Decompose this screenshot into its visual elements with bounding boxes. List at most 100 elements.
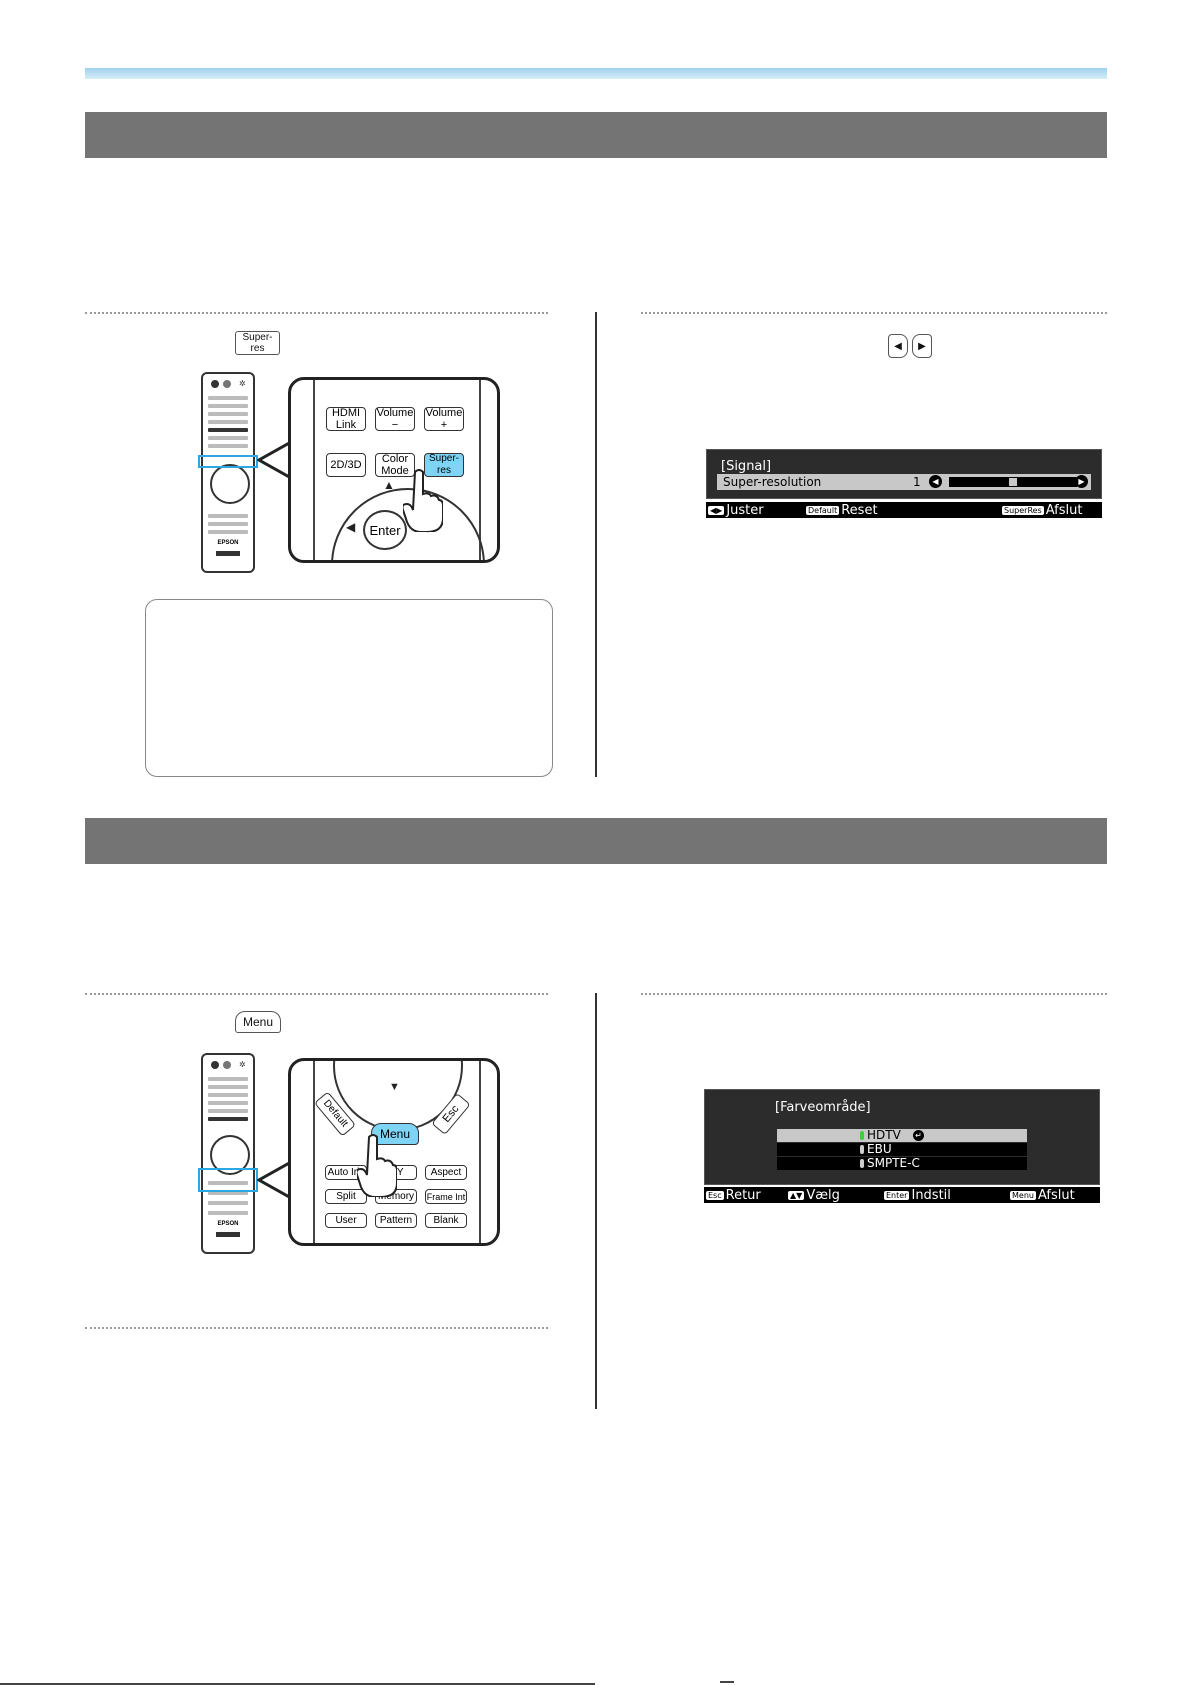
footer-reset: Reset <box>841 502 878 518</box>
key-row <box>208 1093 248 1097</box>
arrow-down-icon: ▼ <box>389 1081 400 1093</box>
highlight-frame <box>198 1168 258 1192</box>
up-down-icon: ▲▼ <box>788 1190 805 1200</box>
light-icon: ✲ <box>239 1060 246 1069</box>
key-row <box>208 522 248 526</box>
key-row <box>208 514 248 518</box>
key-row <box>208 530 248 534</box>
slider-track <box>949 477 1077 487</box>
pointing-hand-icon <box>357 1134 397 1197</box>
color-space-option[interactable]: HDTV ↵ <box>777 1129 1027 1142</box>
signal-osd-panel: [Signal] Super-resolution 1 ◀ ▶ <box>706 449 1102 499</box>
key-row <box>208 1181 248 1185</box>
callout-pointer <box>257 440 291 480</box>
power-icon <box>211 380 219 388</box>
2d3d-key: 2D/3D <box>326 453 366 477</box>
section-bar-2 <box>85 818 1107 864</box>
left-arrow-key-icon: ◀ <box>888 334 908 358</box>
volume-plus-key: Volume + <box>424 407 464 431</box>
arrow-up-icon: ▲ <box>383 478 395 492</box>
volume-minus-key: Volume − <box>375 407 415 431</box>
light-icon: ✲ <box>239 379 246 388</box>
brand-logo: EPSON <box>217 1221 239 1227</box>
step-divider <box>85 312 548 314</box>
user-key: User <box>325 1213 367 1228</box>
step-divider <box>85 993 548 995</box>
key-row <box>208 420 248 424</box>
power-icon <box>211 1061 219 1069</box>
slider-thumb <box>1009 478 1017 486</box>
key-row <box>208 1211 248 1215</box>
osd-item-label: Super-resolution <box>723 475 822 489</box>
dpad-icon <box>210 1135 250 1175</box>
brand-plate <box>216 551 240 556</box>
key-row <box>208 1109 248 1113</box>
option-label: EBU <box>867 1142 892 1156</box>
radio-selected-icon <box>860 1131 864 1140</box>
footer-back: Retur <box>725 1187 761 1203</box>
key-row <box>208 1085 248 1089</box>
remote-control-illustration: ✲ EPSON <box>201 372 255 573</box>
color-space-option[interactable]: EBU <box>777 1143 1027 1156</box>
key-row <box>208 1201 248 1205</box>
remote-edge <box>313 1061 315 1243</box>
option-label: HDTV <box>867 1128 901 1142</box>
pattern-key: Pattern <box>375 1213 417 1228</box>
footer-adjust: Juster <box>726 502 764 518</box>
zoomed-remote-panel: ▼ Default Menu Esc Auto Iris MY Aspect S… <box>288 1058 500 1246</box>
super-res-key-icon: Super-res <box>235 331 280 355</box>
arrow-left-icon: ◀ <box>346 520 356 534</box>
key-row <box>208 1101 248 1105</box>
brand-logo: EPSON <box>217 540 239 546</box>
standby-icon <box>223 380 231 388</box>
key-row <box>208 444 248 448</box>
super-res-key: Super-res <box>424 453 464 477</box>
key-row <box>208 1117 248 1121</box>
key-row <box>208 396 248 400</box>
footer-set: Indstil <box>911 1187 951 1203</box>
remote-control-illustration: ✲ EPSON <box>201 1053 255 1254</box>
header-stripe <box>85 68 1107 79</box>
left-right-icon: ◀▶ <box>708 505 725 515</box>
slider-left-icon: ◀ <box>929 475 942 488</box>
key-row <box>208 428 248 432</box>
callout-pointer <box>257 1160 291 1200</box>
color-mode-key: Color Mode <box>375 453 415 477</box>
aspect-key: Aspect <box>425 1165 467 1180</box>
key-row <box>208 412 248 416</box>
slider-right-icon: ▶ <box>1075 475 1088 488</box>
remote-edge <box>313 380 315 560</box>
key-row <box>208 436 248 440</box>
osd-item-value: 1 <box>913 475 921 489</box>
enter-return-icon: ↵ <box>913 1130 924 1141</box>
remote-edge <box>479 380 481 560</box>
footer-mark <box>720 1681 734 1683</box>
remote-edge <box>479 1061 481 1243</box>
footer-select: Vælg <box>806 1187 840 1203</box>
menu-key-icon: Menu <box>1010 1190 1036 1200</box>
column-divider <box>595 993 597 1409</box>
key-row <box>208 1077 248 1081</box>
menu-key: Menu <box>371 1123 419 1145</box>
note-box <box>145 599 553 777</box>
right-arrow-key-icon: ▶ <box>912 334 932 358</box>
blank-key: Blank <box>425 1213 467 1228</box>
esc-key-icon: Esc <box>706 1190 724 1200</box>
column-divider <box>595 312 597 777</box>
split-key: Split <box>325 1189 367 1204</box>
brand-plate <box>216 1232 240 1237</box>
key-row <box>208 404 248 408</box>
color-space-option[interactable]: SMPTE-C <box>777 1157 1027 1170</box>
standby-icon <box>223 1061 231 1069</box>
frame-int-key: Frame Int <box>425 1189 467 1204</box>
osd-title: [Farveområde] <box>775 1100 871 1115</box>
option-label: SMPTE-C <box>867 1156 920 1170</box>
step-divider <box>641 312 1107 314</box>
enter-key-icon: Enter <box>884 1190 910 1200</box>
step-divider <box>85 1327 548 1329</box>
key-row <box>208 1191 248 1195</box>
footer-exit: Afslut <box>1037 1187 1075 1203</box>
